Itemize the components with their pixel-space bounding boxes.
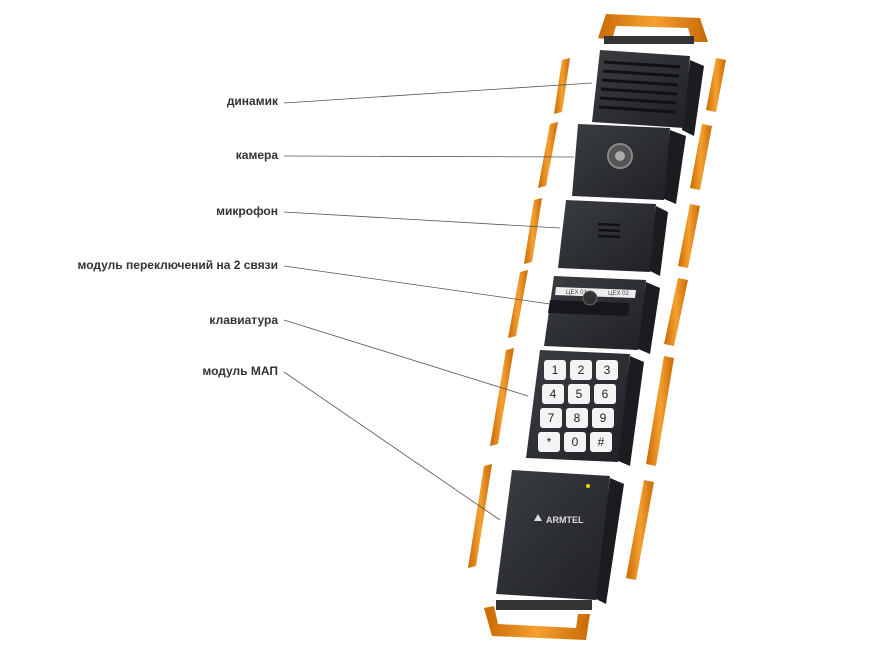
key-label: # [598,435,605,449]
bottom-cap [484,600,592,640]
key-button [594,384,616,404]
key-label: * [547,435,552,449]
map-module: ARMTEL [496,470,624,604]
leader-lines [283,82,593,521]
key-label: 8 [574,411,581,425]
label-camera: камера [235,148,278,162]
side-bars [468,58,726,580]
keypad-module: 1 2 3 4 5 6 7 8 9 * 0 # [526,350,644,466]
key-label: 1 [552,363,559,377]
switch-label-right: ЦЕХ 02 [608,291,629,297]
label-map-module: модуль МАП [202,364,278,378]
switch-label-left: ЦЕХ 01 [566,290,587,296]
speaker-module [592,50,704,136]
key-button [544,360,566,380]
label-microphone: микрофон [216,204,278,218]
key-label: 7 [548,411,555,425]
key-button [592,408,614,428]
key-button [566,408,588,428]
key-button [596,360,618,380]
key-label: 6 [602,387,609,401]
key-button [564,432,586,452]
keypad-keys: 1 2 3 4 5 6 7 8 9 * 0 # [538,360,618,452]
microphone-module [558,200,668,276]
key-button [540,408,562,428]
key-label: 2 [578,363,585,377]
camera-module [572,124,686,204]
key-button [542,384,564,404]
key-label: 9 [600,411,607,425]
key-button [570,360,592,380]
key-button [538,432,560,452]
top-cap [598,14,708,44]
key-label: 0 [572,435,579,449]
key-label: 5 [576,387,583,401]
key-label: 3 [604,363,611,377]
key-button [568,384,590,404]
label-keypad: клавиатура [209,313,278,327]
switch-module: ЦЕХ 01 ЦЕХ 02 [544,276,660,354]
brand-logo: ARMTEL [546,515,584,525]
key-button [590,432,612,452]
label-speaker: динамик [226,94,278,108]
key-label: 4 [550,387,557,401]
label-switch-module: модуль переключений на 2 связи [77,258,278,272]
